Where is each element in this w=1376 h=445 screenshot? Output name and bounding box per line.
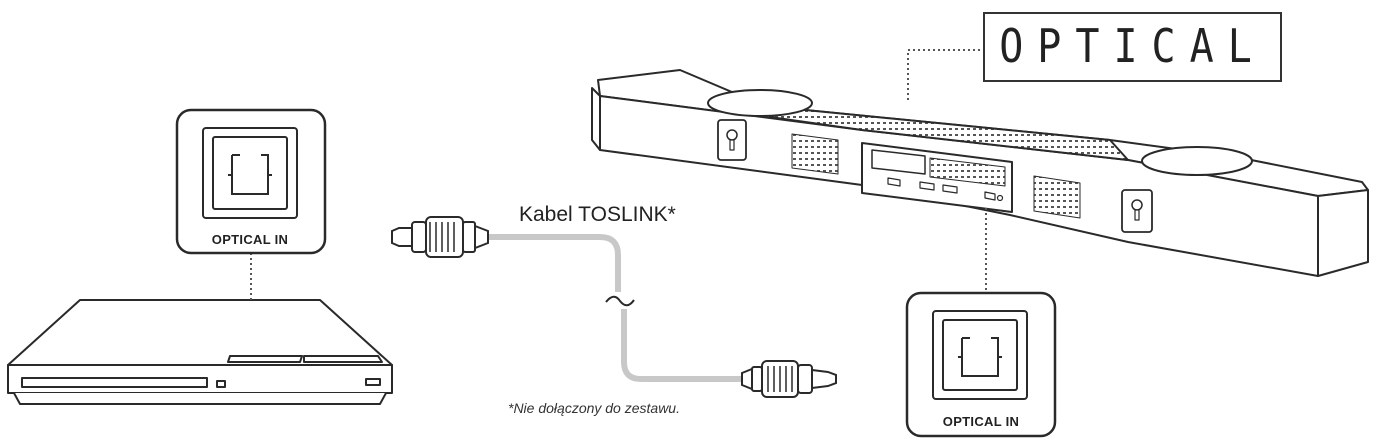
bluray-player <box>7 299 393 405</box>
optical-in-label-player: OPTICAL IN <box>211 232 289 247</box>
toslink-cable <box>488 234 742 382</box>
toslink-plug-right <box>741 360 837 398</box>
display-text: OPTICAL <box>999 20 1266 74</box>
optical-in-port-soundbar <box>905 291 1057 438</box>
optical-in-port-player <box>175 108 327 255</box>
optical-in-label-soundbar: OPTICAL IN <box>942 414 1020 429</box>
soundbar-display: OPTICAL <box>983 12 1282 82</box>
footnote: *Nie dołączony do zestawu. <box>508 400 680 416</box>
toslink-plug-left <box>391 216 489 258</box>
cable-label: Kabel TOSLINK* <box>519 203 676 226</box>
dotted-connector-display <box>907 49 983 100</box>
soundbar <box>591 69 1369 277</box>
